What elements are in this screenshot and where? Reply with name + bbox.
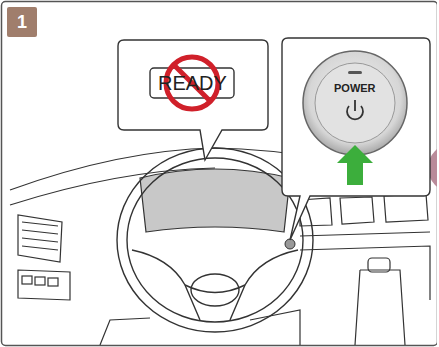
indicator-text: READY — [158, 73, 227, 93]
step-number: 1 — [17, 13, 27, 31]
button-label: POWER — [334, 83, 376, 94]
